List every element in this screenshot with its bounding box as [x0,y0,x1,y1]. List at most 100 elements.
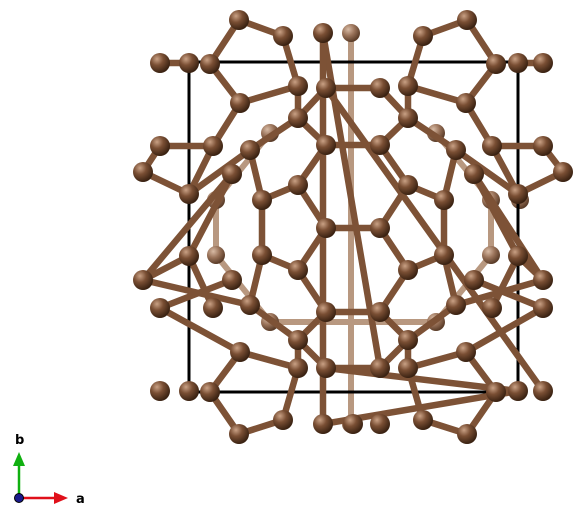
carbon-atom[interactable] [464,270,484,290]
far-carbon-atom[interactable] [207,246,225,264]
carbon-atom[interactable] [288,175,308,195]
far-carbon-atom[interactable] [342,24,360,42]
carbon-atom[interactable] [413,410,433,430]
carbon-atom[interactable] [150,136,170,156]
carbon-atom[interactable] [486,54,506,74]
carbon-atom[interactable] [508,381,528,401]
carbon-atom[interactable] [508,246,528,266]
carbon-atom[interactable] [398,260,418,280]
bond [470,276,547,312]
a-axis-arrowhead [54,492,68,504]
carbon-atom[interactable] [179,184,199,204]
carbon-atom[interactable] [230,93,250,113]
bond [452,276,547,309]
carbon-atom[interactable] [533,53,553,73]
carbon-atom[interactable] [508,184,528,204]
carbon-atom[interactable] [533,298,553,318]
carbon-atom[interactable] [203,136,223,156]
axis-indicator: b a [13,433,85,507]
carbon-atom[interactable] [533,136,553,156]
carbon-atom[interactable] [398,175,418,195]
carbon-atom[interactable] [203,298,223,318]
b-axis-label: b [15,433,24,448]
bond [236,82,302,107]
carbon-atom[interactable] [252,190,272,210]
bond [139,170,236,284]
carbon-atom[interactable] [316,78,336,98]
carbon-atom[interactable] [229,10,249,30]
carbon-atom[interactable] [434,190,454,210]
carbon-atom[interactable] [222,270,242,290]
carbon-atom[interactable] [230,342,250,362]
carbon-atom[interactable] [150,381,170,401]
carbon-atom[interactable] [370,218,390,238]
carbon-atom[interactable] [133,162,153,182]
carbon-atom[interactable] [133,270,153,290]
carbon-atom[interactable] [398,76,418,96]
carbon-atom[interactable] [179,246,199,266]
carbon-atom[interactable] [456,342,476,362]
carbon-atom[interactable] [456,93,476,113]
carbon-atom[interactable] [288,108,308,128]
carbon-atom[interactable] [229,424,249,444]
carbon-atom[interactable] [370,78,390,98]
carbon-atom[interactable] [313,414,333,434]
carbon-atom[interactable] [316,302,336,322]
carbon-atom[interactable] [533,381,553,401]
carbon-atom[interactable] [508,53,528,73]
carbon-atom[interactable] [179,53,199,73]
carbon-atom[interactable] [457,10,477,30]
carbon-atom[interactable] [482,298,502,318]
carbon-atom[interactable] [273,410,293,430]
carbon-atom[interactable] [150,53,170,73]
carbon-atom[interactable] [179,381,199,401]
carbon-atom[interactable] [288,76,308,96]
carbon-atom[interactable] [240,295,260,315]
carbon-atom[interactable] [288,260,308,280]
carbon-atom[interactable] [150,298,170,318]
carbon-atom[interactable] [434,245,454,265]
carbon-atom[interactable] [252,245,272,265]
carbon-atom[interactable] [240,140,260,160]
bond [404,82,470,107]
carbon-atom[interactable] [398,358,418,378]
carbon-atom[interactable] [273,26,293,46]
axis-origin [14,493,24,503]
bond [236,348,302,372]
carbon-atom[interactable] [316,135,336,155]
carbon-atom[interactable] [370,302,390,322]
carbon-atom[interactable] [370,135,390,155]
carbon-atom[interactable] [200,382,220,402]
carbon-atom[interactable] [446,295,466,315]
carbon-atom[interactable] [482,136,502,156]
carbon-atom[interactable] [288,358,308,378]
carbon-atom[interactable] [446,140,466,160]
carbon-atom[interactable] [398,108,418,128]
bond [452,146,522,198]
bond [322,364,522,395]
carbon-atom[interactable] [316,218,336,238]
atom-layer [133,10,573,444]
b-axis-arrowhead [13,452,25,466]
carbon-atom[interactable] [413,26,433,46]
carbon-atom[interactable] [288,330,308,350]
bond [156,304,244,356]
bond [322,84,547,395]
carbon-atom[interactable] [486,382,506,402]
carbon-atom[interactable] [343,414,363,434]
carbon-atom[interactable] [200,54,220,74]
carbon-atom[interactable] [464,164,484,184]
carbon-atom[interactable] [533,270,553,290]
far-carbon-atom[interactable] [482,246,500,264]
bond [139,276,254,309]
carbon-atom[interactable] [457,424,477,444]
carbon-atom[interactable] [553,162,573,182]
carbon-atom[interactable] [316,358,336,378]
carbon-atom[interactable] [370,358,390,378]
bond [404,348,470,372]
carbon-atom[interactable] [370,414,390,434]
carbon-atom[interactable] [222,164,242,184]
carbon-atom[interactable] [313,23,333,43]
carbon-atom[interactable] [398,330,418,350]
